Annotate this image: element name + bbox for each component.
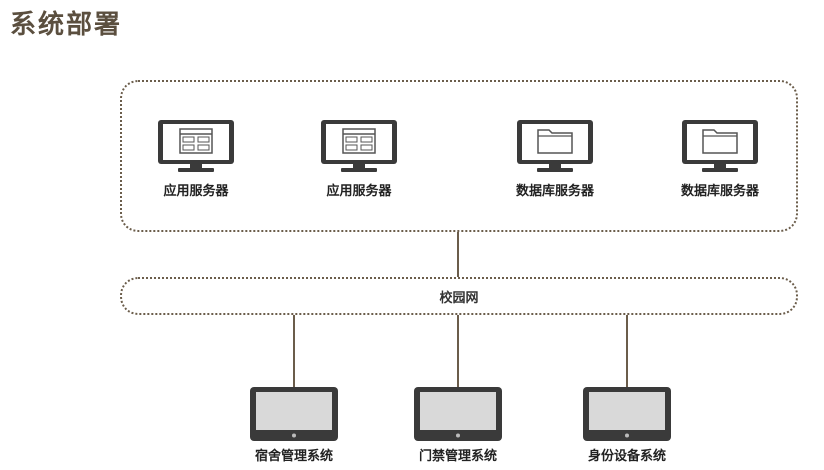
terminal-label: 身份设备系统 — [587, 449, 666, 464]
server-group-box — [120, 80, 798, 232]
terminal-identity-device: 身份设备系统 — [552, 385, 702, 464]
app-window-icon — [342, 128, 376, 154]
connector-line — [457, 232, 459, 277]
server-app-2: 应用服务器 — [289, 118, 429, 199]
server-app-1: 应用服务器 — [126, 118, 266, 199]
server-db-1: 数据库服务器 — [485, 118, 625, 199]
page-title: 系统部署 — [10, 10, 123, 40]
network-label: 校园网 — [439, 290, 479, 306]
monitor-icon — [517, 120, 593, 172]
terminal-monitor-icon — [414, 387, 502, 441]
terminal-dormitory: 宿舍管理系统 — [219, 385, 369, 464]
server-label: 数据库服务器 — [680, 184, 759, 199]
terminal-label: 宿舍管理系统 — [254, 449, 333, 464]
network-bar: 校园网 — [120, 277, 798, 315]
server-label: 应用服务器 — [326, 184, 392, 199]
terminal-monitor-icon — [583, 387, 671, 441]
monitor-icon — [682, 120, 758, 172]
server-label: 数据库服务器 — [515, 184, 594, 199]
connector-line — [457, 315, 459, 388]
server-db-2: 数据库服务器 — [650, 118, 790, 199]
terminal-label: 门禁管理系统 — [418, 449, 497, 464]
terminal-monitor-icon — [250, 387, 338, 441]
monitor-icon — [158, 120, 234, 172]
monitor-icon — [321, 120, 397, 172]
connector-line — [626, 315, 628, 388]
folder-icon — [702, 129, 738, 154]
connector-line — [293, 315, 295, 388]
folder-icon — [537, 129, 573, 154]
app-window-icon — [179, 128, 213, 154]
server-label: 应用服务器 — [163, 184, 229, 199]
terminal-access-control: 门禁管理系统 — [383, 385, 533, 464]
